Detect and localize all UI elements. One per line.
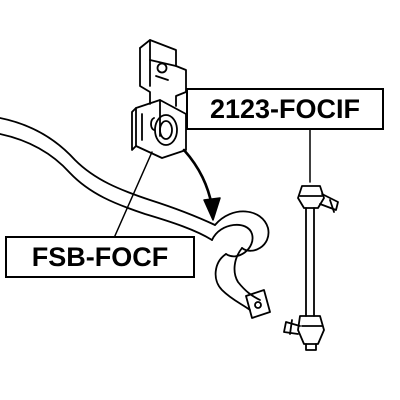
bushing-bracket [139, 39, 187, 107]
leader-lines [113, 129, 311, 239]
placement-arrow [182, 148, 221, 221]
label-stabilizer-link: 2123-FOCIF [186, 88, 384, 130]
label-stabilizer-bushing: FSB-FOCF [5, 236, 195, 278]
bushing [131, 99, 187, 159]
leader-line-bushing [113, 151, 153, 239]
stabilizer-link [283, 185, 339, 351]
stabilizer-bar [0, 117, 271, 319]
